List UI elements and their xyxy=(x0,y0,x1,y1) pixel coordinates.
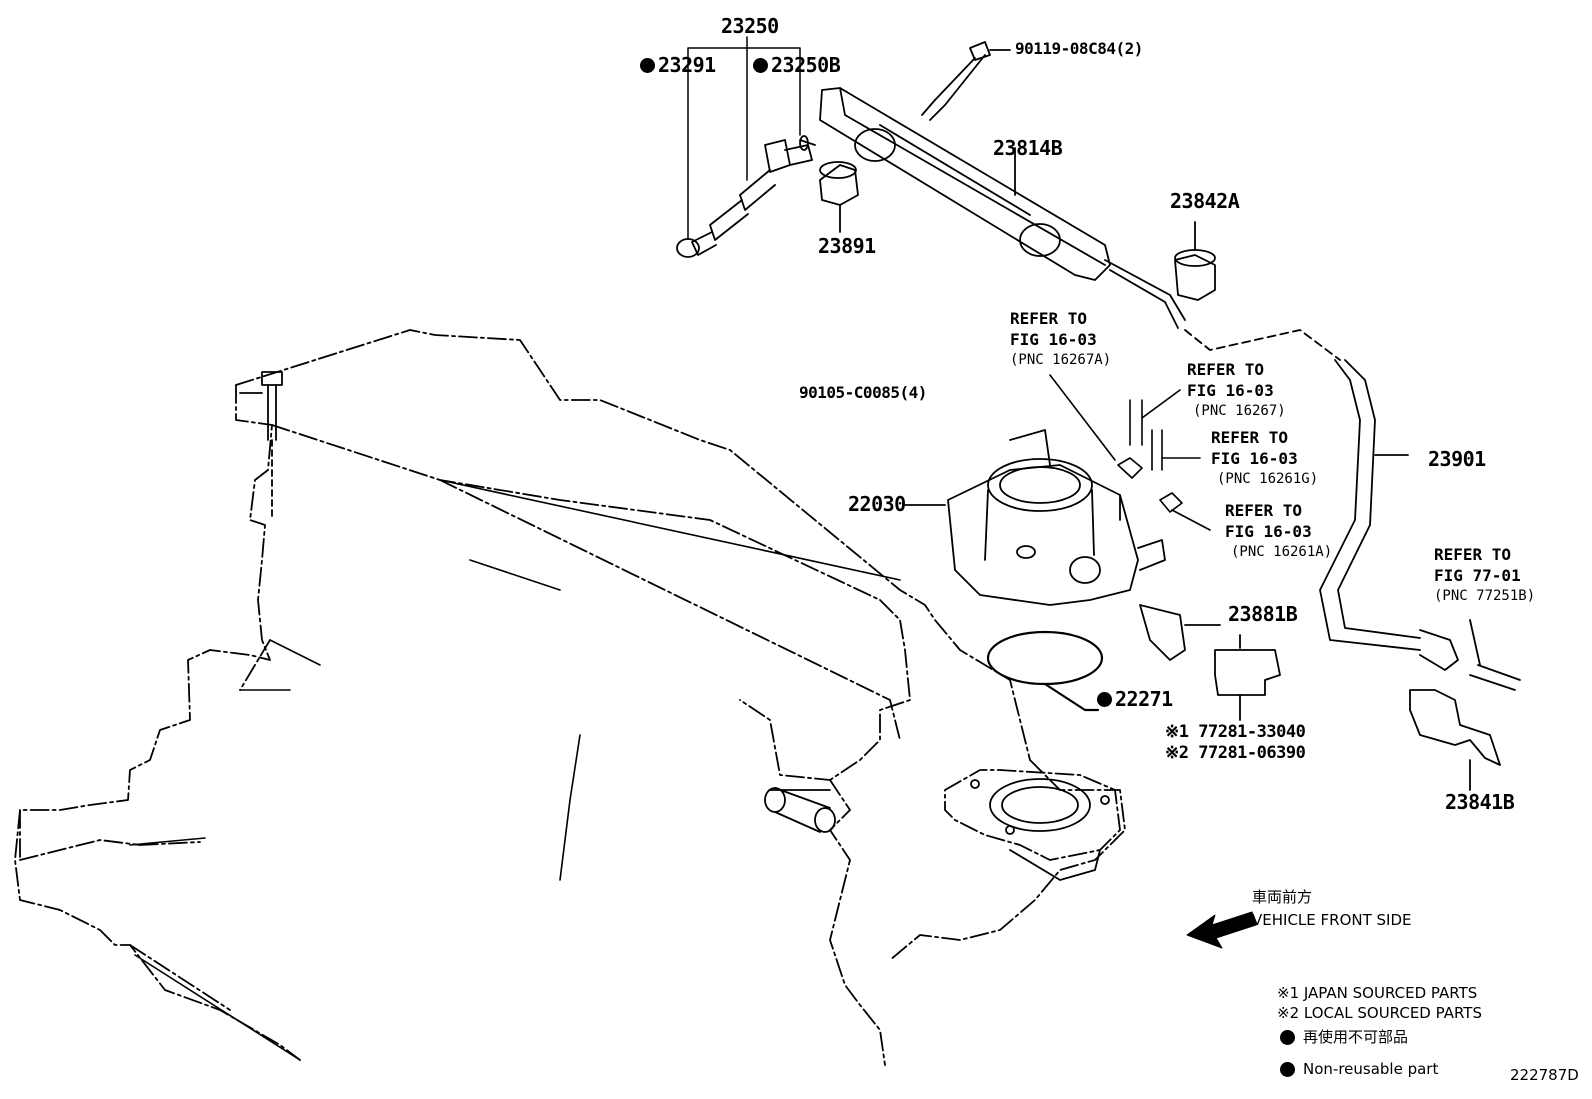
bracket-23841B xyxy=(1409,689,1501,791)
part-label-22030: 22030 xyxy=(848,492,906,516)
refer-callout-16261G: REFER TO FIG 16-03 (PNC 16261G) xyxy=(1211,427,1318,490)
non-reusable-dot-icon xyxy=(640,58,655,73)
refer-line1: REFER TO xyxy=(1010,309,1088,328)
part-label-23291: 23291 xyxy=(640,55,716,75)
gasket-22271 xyxy=(986,630,1104,712)
part-label-23814B: 23814B xyxy=(993,136,1063,160)
legend-local-sourced: ※2 LOCAL SOURCED PARTS xyxy=(1277,1004,1482,1022)
fuel-rail-drawing xyxy=(819,87,1186,329)
non-reusable-dot-icon xyxy=(1280,1030,1295,1045)
part-number: 77281-33040 xyxy=(1198,722,1306,742)
diagram-id: 222787D xyxy=(1510,1066,1579,1084)
part-label-77281-local: ※2 77281-06390 xyxy=(1165,743,1306,763)
part-label-23841B: 23841B xyxy=(1445,790,1515,814)
part-label-77281-japan: ※1 77281-33040 xyxy=(1165,722,1306,742)
refer-callout-16261A: REFER TO FIG 16-03 (PNC 16261A) xyxy=(1225,500,1332,563)
local-mark: ※2 xyxy=(1165,743,1189,763)
hose-77251B xyxy=(1469,619,1521,691)
refer-line2: FIG 16-03 xyxy=(1211,449,1298,468)
refer-line1: REFER TO xyxy=(1187,360,1265,379)
part-label-23901: 23901 xyxy=(1428,447,1486,471)
bolt-90119 xyxy=(921,41,1011,121)
legend-nonreuse-en: Non-reusable part xyxy=(1303,1060,1439,1078)
fuel-hose-drawing xyxy=(1184,329,1459,671)
refer-pnc: (PNC 77251B) xyxy=(1434,588,1536,604)
refer-line2: FIG 16-03 xyxy=(1010,330,1097,349)
part-number: 77281-06390 xyxy=(1198,743,1306,763)
refer-line1: REFER TO xyxy=(1211,428,1289,447)
injector-drawing xyxy=(676,135,816,258)
part-label-90119: 90119-08C84(2) xyxy=(1015,39,1143,58)
refer-line1: REFER TO xyxy=(1434,545,1512,564)
legend-japan-sourced: ※1 JAPAN SOURCED PARTS xyxy=(1277,984,1478,1002)
bracket-23881B xyxy=(1139,604,1221,661)
non-reusable-dot-icon xyxy=(1097,692,1112,707)
legend-nonreuse-en-row: Non-reusable part xyxy=(1280,1062,1438,1077)
japan-mark: ※1 xyxy=(1165,722,1189,742)
part-label-23250: 23250 xyxy=(721,14,779,38)
refer-line1: REFER TO xyxy=(1225,501,1303,520)
refer-callout-16267: REFER TO FIG 16-03 (PNC 16267) xyxy=(1187,359,1286,422)
part-label-23891: 23891 xyxy=(818,234,876,258)
leader-lines-injector xyxy=(687,36,801,239)
throttle-body-drawing xyxy=(904,429,1166,606)
refer-pnc: (PNC 16267) xyxy=(1193,403,1286,419)
connector-77281 xyxy=(1214,634,1281,721)
refer-callout-16267A: REFER TO FIG 16-03 (PNC 16267A) xyxy=(1010,308,1111,371)
refer-pnc: (PNC 16261A) xyxy=(1231,544,1333,560)
part-number: 22271 xyxy=(1115,687,1173,711)
refer-pnc: (PNC 16261G) xyxy=(1217,471,1319,487)
pipe-stub xyxy=(764,787,836,833)
legend-nonreuse-jp-row: 再使用不可部品 xyxy=(1280,1030,1408,1045)
part-number: 23291 xyxy=(658,53,716,77)
non-reusable-dot-icon xyxy=(1280,1062,1295,1077)
vehicle-front-en: VEHICLE FRONT SIDE xyxy=(1252,911,1412,929)
part-label-23250B: 23250B xyxy=(753,53,841,77)
refer-line2: FIG 16-03 xyxy=(1225,522,1312,541)
refer-pnc: (PNC 16267A) xyxy=(1010,352,1112,368)
part-label-23842A: 23842A xyxy=(1170,189,1240,213)
part-label-90105: 90105-C0085(4) xyxy=(799,383,927,402)
refer-callout-77251B: REFER TO FIG 77-01 (PNC 77251B) xyxy=(1434,544,1535,607)
refer-line2: FIG 16-03 xyxy=(1187,381,1274,400)
engine-block-outline xyxy=(14,329,1126,1066)
refer-line2: FIG 77-01 xyxy=(1434,566,1521,585)
engine-block-details xyxy=(129,479,901,1061)
part-number: 23250B xyxy=(771,53,841,77)
grommet-23891 xyxy=(819,161,859,233)
part-label-22271: 22271 xyxy=(1097,689,1173,709)
grommet-23842A xyxy=(1174,221,1216,301)
hose-clamps xyxy=(1049,374,1211,531)
vehicle-front-arrow xyxy=(1186,911,1257,949)
vehicle-front-jp: 車両前方 xyxy=(1252,888,1313,906)
intake-flange xyxy=(944,769,1121,881)
legend-nonreuse-jp: 再使用不可部品 xyxy=(1303,1028,1409,1046)
bolt-90105 xyxy=(239,371,283,521)
part-label-23881B: 23881B xyxy=(1228,602,1298,626)
non-reusable-dot-icon xyxy=(753,58,768,73)
